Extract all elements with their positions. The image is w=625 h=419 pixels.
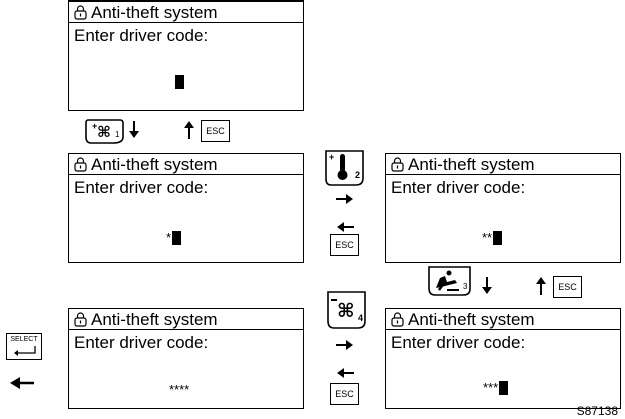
command-key-icon: ⌘ — [327, 291, 366, 329]
arrow-down-icon — [482, 277, 492, 294]
input-cursor — [172, 230, 182, 245]
panel-prompt: Enter driver code: — [391, 333, 526, 352]
input-cursor — [499, 380, 509, 395]
code-entry: **** — [169, 382, 189, 397]
code-stars: * — [166, 230, 172, 245]
panel-title: Anti-theft system — [408, 155, 535, 174]
thermometer-icon: + — [325, 150, 364, 186]
panel-prompt: Enter driver code: — [74, 178, 209, 197]
lock-icon — [74, 5, 87, 20]
svg-text:+: + — [92, 121, 97, 131]
panel-body: Enter driver code: — [68, 22, 304, 111]
esc-button[interactable]: ESC — [553, 276, 582, 298]
command-key-icon: + ⌘ — [85, 119, 124, 144]
arrow-left-icon — [10, 377, 34, 389]
panel-body: Enter driver code: * — [68, 174, 304, 263]
lock-icon — [391, 157, 404, 172]
esc-button[interactable]: ESC — [330, 234, 359, 256]
panel-title: Anti-theft system — [91, 3, 218, 22]
lock-icon — [391, 312, 404, 327]
esc-button[interactable]: ESC — [330, 383, 359, 405]
key-3-button[interactable]: 3 — [425, 264, 475, 297]
input-cursor — [493, 230, 503, 245]
code-entry — [174, 75, 184, 89]
panel-title: Anti-theft system — [91, 310, 218, 329]
svg-text:+: + — [329, 152, 334, 162]
arrow-up-icon — [536, 277, 546, 295]
input-cursor — [175, 75, 184, 89]
svg-text:⌘: ⌘ — [97, 123, 111, 141]
panel-title-bar: Anti-theft system — [68, 308, 304, 330]
panel-prompt: Enter driver code: — [391, 178, 526, 197]
arrow-right-icon — [336, 194, 353, 204]
panel-title: Anti-theft system — [91, 155, 218, 174]
key-2-button[interactable]: + 2 — [323, 148, 367, 188]
panel-title-bar: Anti-theft system — [68, 1, 304, 23]
esc-label: ESC — [335, 240, 354, 250]
arrow-up-icon — [184, 121, 194, 139]
panel-title-bar: Anti-theft system — [385, 308, 621, 330]
arrow-left-icon — [337, 368, 354, 378]
figure-reference: S87138 — [576, 404, 618, 418]
code-stars: *** — [483, 380, 499, 395]
esc-label: ESC — [206, 126, 225, 136]
top-border — [68, 0, 304, 1]
code-entry: ** — [482, 230, 503, 245]
code-stars: **** — [169, 382, 190, 397]
select-button[interactable]: SELECT — [6, 333, 42, 360]
code-entry: *** — [483, 380, 509, 395]
esc-label: ESC — [558, 282, 577, 292]
esc-button[interactable]: ESC — [201, 120, 230, 142]
key-1-subscript: 1 — [115, 130, 120, 139]
key-1-button[interactable]: + ⌘ 1 — [83, 117, 125, 145]
key-4-subscript: 4 — [358, 313, 364, 323]
panel-prompt: Enter driver code: — [74, 26, 209, 45]
panel-body: Enter driver code: ** — [385, 174, 621, 263]
select-label: SELECT — [10, 336, 38, 343]
lock-icon — [74, 312, 87, 327]
code-entry: * — [166, 230, 182, 245]
seat-icon — [428, 266, 471, 296]
esc-label: ESC — [335, 389, 354, 399]
arrow-down-icon — [129, 121, 139, 138]
panel-title: Anti-theft system — [408, 310, 535, 329]
key-2-subscript: 2 — [355, 170, 361, 180]
lock-icon — [74, 157, 87, 172]
svg-text:⌘: ⌘ — [337, 300, 355, 322]
enter-icon — [14, 346, 36, 356]
arrow-right-icon — [336, 340, 353, 350]
key-3-subscript: 3 — [463, 282, 468, 291]
panel-title-bar: Anti-theft system — [68, 153, 304, 175]
arrow-left-icon — [337, 222, 354, 232]
panel-body: Enter driver code: *** — [385, 329, 621, 409]
key-4-button[interactable]: ⌘ 4 — [325, 289, 369, 331]
panel-prompt: Enter driver code: — [74, 333, 209, 352]
panel-body: Enter driver code: **** — [68, 329, 304, 409]
panel-title-bar: Anti-theft system — [385, 153, 621, 175]
code-stars: ** — [482, 230, 493, 245]
